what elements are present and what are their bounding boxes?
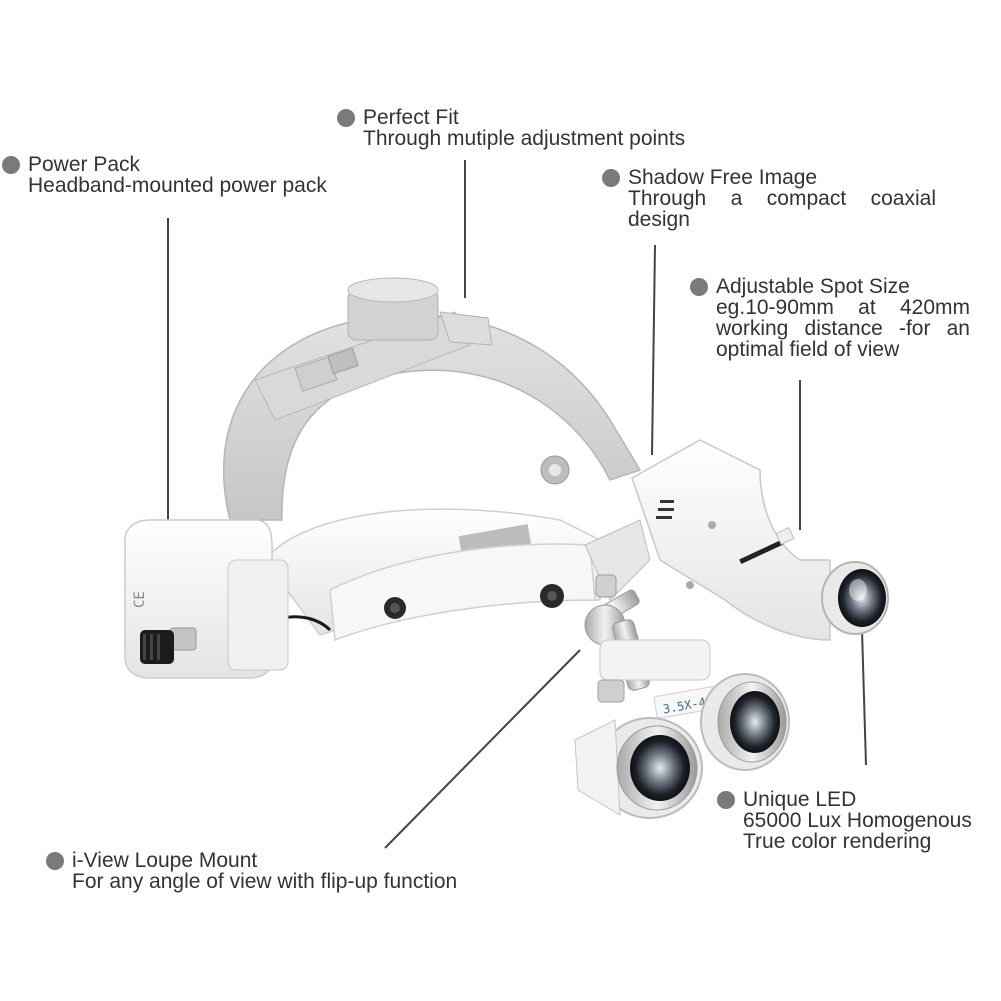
callout-detail: Headband-mounted power pack [28, 174, 327, 197]
leader-lines [167, 160, 867, 849]
callout-title: Shadow Free Image [628, 166, 818, 189]
binocular-loupe: 3.5X-420 [574, 639, 790, 819]
callout-loupe-mount: i-View Loupe Mount For any angle of view… [46, 849, 458, 893]
callout-spot-size: Adjustable Spot Size eg.10-90mm at 420mm… [690, 275, 970, 361]
bullet-dot [46, 852, 64, 870]
callout-title: Power Pack [28, 153, 141, 176]
callout-detail: For any angle of view with flip-up funct… [72, 870, 458, 893]
bullet-dot [337, 109, 355, 127]
callout-detail: working distance -for an [716, 317, 970, 340]
callout-detail: Through mutiple adjustment points [363, 127, 686, 150]
callout-title: Unique LED [743, 788, 857, 811]
headband [222, 277, 642, 521]
callout-power-pack: Power Pack Headband-mounted power pack [2, 153, 327, 197]
callout-title: i-View Loupe Mount [72, 849, 258, 872]
front-band [264, 508, 601, 642]
leader-unique-led [861, 629, 867, 766]
headlight-housing [631, 439, 889, 641]
leader-shadow-free [651, 244, 656, 456]
callout-detail: optimal field of view [716, 338, 900, 361]
bullet-dot [2, 156, 20, 174]
leader-loupe-mount [384, 649, 581, 849]
power-pack: CE [124, 519, 289, 679]
callout-detail: 65000 Lux Homogenous [743, 809, 972, 832]
ce-mark: CE [132, 591, 148, 608]
callout-title: Adjustable Spot Size [716, 275, 910, 298]
callout-detail: True color rendering [743, 830, 932, 853]
callout-detail: eg.10-90mm at 420mm [716, 296, 970, 319]
bullet-dot [602, 169, 620, 187]
bullet-dot [690, 278, 708, 296]
callout-detail: Through a compact coaxial [628, 187, 936, 210]
bullet-dot [717, 791, 735, 809]
callout-unique-led: Unique LED 65000 Lux Homogenous True col… [717, 788, 972, 853]
callout-detail: design [628, 208, 690, 231]
callout-perfect-fit: Perfect Fit Through mutiple adjustment p… [337, 106, 686, 150]
callout-shadow-free: Shadow Free Image Through a compact coax… [602, 166, 936, 231]
callout-title: Perfect Fit [363, 106, 459, 129]
